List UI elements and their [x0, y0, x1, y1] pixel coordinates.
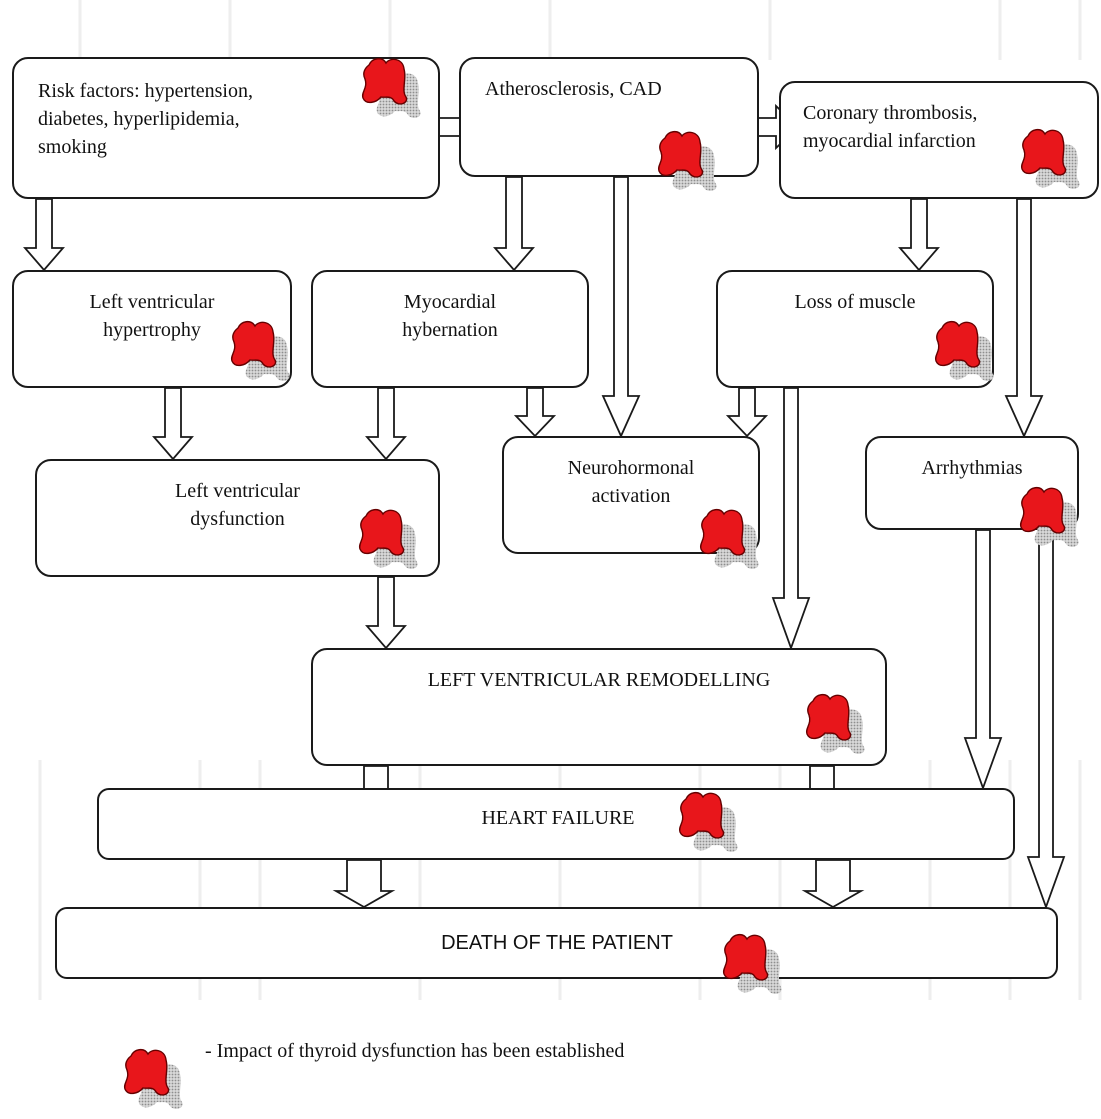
arrow-hf-to-death-right	[801, 859, 865, 909]
coronary-thrombosis-label: Coronary thrombosis, myocardial infarcti…	[803, 102, 978, 152]
arrhythmias-label: Arrhythmias	[921, 457, 1023, 479]
neurohormonal-label: Neurohormonal activation	[567, 457, 695, 507]
lv-dysfunction-label: Left ventricular dysfunction	[175, 480, 300, 530]
death-box: DEATH OF THE PATIENT	[55, 907, 1058, 979]
lv-hypertrophy-box: Left ventricular hypertrophy	[12, 270, 292, 388]
lv-dysfunction-box: Left ventricular dysfunction	[35, 459, 440, 577]
arrow-athero-to-hybernation	[493, 176, 535, 272]
heart-failure-label: HEART FAILURE	[481, 807, 635, 829]
arrow-hybernation-to-dysfunction	[365, 387, 407, 461]
arrow-hf-to-death-left	[332, 859, 396, 909]
neurohormonal-box: Neurohormonal activation	[502, 436, 760, 554]
arrow-hybernation-to-neuro	[513, 387, 557, 438]
heart-failure-box: HEART FAILURE	[97, 788, 1015, 860]
arrow-arrhythmias-to-heart-failure	[963, 529, 1003, 791]
arrow-coronary-to-arrhythmias	[1004, 198, 1044, 439]
lv-remodelling-box: LEFT VENTRICULAR REMODELLING	[311, 648, 887, 766]
loss-of-muscle-box: Loss of muscle	[716, 270, 994, 388]
arrow-risk-to-lvh	[23, 198, 65, 272]
myocardial-hybernation-box: Myocardial hybernation	[311, 270, 589, 388]
risk-factors-box: Risk factors: hypertension, diabetes, hy…	[12, 57, 440, 199]
arrow-loss-to-remodelling	[771, 387, 811, 651]
arrhythmias-box: Arrhythmias	[865, 436, 1079, 530]
atherosclerosis-box: Atherosclerosis, CAD	[459, 57, 759, 177]
risk-factors-label: Risk factors: hypertension, diabetes, hy…	[38, 80, 253, 158]
myocardial-hybernation-label: Myocardial hybernation	[402, 291, 498, 341]
arrow-dysfunction-to-remodelling	[365, 576, 407, 650]
atherosclerosis-label: Atherosclerosis, CAD	[485, 78, 662, 100]
arrow-coronary-to-loss	[898, 198, 940, 272]
arrow-athero-to-neuro	[601, 176, 641, 439]
coronary-thrombosis-box: Coronary thrombosis, myocardial infarcti…	[779, 81, 1099, 199]
lv-remodelling-label: LEFT VENTRICULAR REMODELLING	[427, 669, 771, 691]
legend-text: - Impact of thyroid dysfunction has been…	[205, 1040, 625, 1062]
loss-of-muscle-label: Loss of muscle	[794, 291, 916, 313]
arrow-loss-to-neuro	[725, 387, 769, 438]
arrow-arrhythmias-to-death	[1026, 529, 1066, 910]
arrow-lvh-to-dysfunction	[152, 387, 194, 461]
lv-hypertrophy-label: Left ventricular hypertrophy	[89, 291, 215, 341]
death-label: DEATH OF THE PATIENT	[441, 932, 673, 954]
